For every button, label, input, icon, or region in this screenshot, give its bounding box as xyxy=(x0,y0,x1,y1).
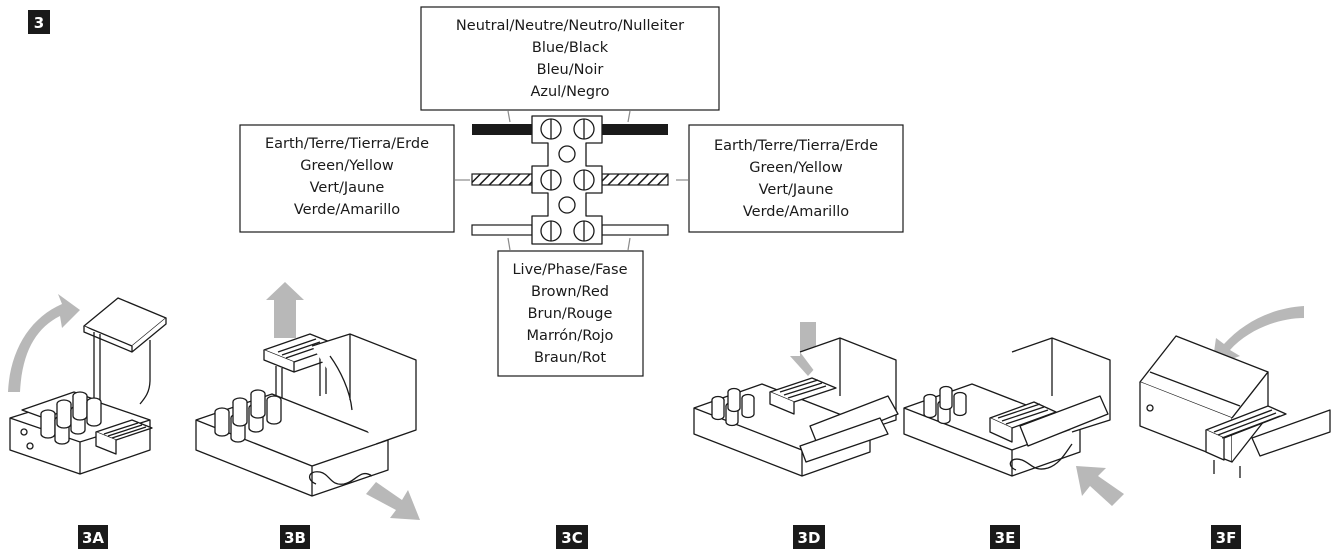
power-cable xyxy=(809,395,899,447)
earth-right-label-box: Earth/Terre/Tierra/Erde Green/Yellow Ver… xyxy=(688,124,904,233)
terminal-screws xyxy=(540,118,595,242)
step-label-3d: 3D xyxy=(793,525,825,549)
step-3a-illustration xyxy=(8,294,167,475)
live-wire-right xyxy=(601,224,669,236)
earth-right-label-line: Earth/Terre/Tierra/Erde xyxy=(714,138,878,154)
svg-text:3F: 3F xyxy=(1216,529,1237,547)
terminal-cylinders xyxy=(214,389,282,443)
terminal-block-body xyxy=(531,115,603,245)
neutral-wire-left xyxy=(472,124,532,135)
step-label-3a: 3A xyxy=(78,525,108,549)
section-number-badge: 3 xyxy=(28,10,50,34)
step-3d-illustration xyxy=(693,322,899,477)
live-label-line: Brun/Rouge xyxy=(528,306,613,322)
step-labels: 3A 3B 3C 3D 3E 3F xyxy=(78,525,1241,549)
neutral-label-line: Bleu/Noir xyxy=(537,62,604,78)
earth-wire-left xyxy=(471,173,533,186)
neutral-label-line: Neutral/Neutre/Neutro/Nulleiter xyxy=(456,18,684,34)
power-cable xyxy=(1251,409,1331,457)
svg-text:3E: 3E xyxy=(995,529,1016,547)
power-cable xyxy=(1019,395,1109,447)
terminal-cylinders xyxy=(40,391,102,445)
earth-right-label-line: Verde/Amarillo xyxy=(743,204,849,220)
neutral-wire-right xyxy=(602,124,668,135)
live-label-line: Marrón/Rojo xyxy=(527,328,614,344)
terminal-cylinders xyxy=(711,387,755,427)
down-right-arrow-icon xyxy=(366,482,420,520)
neutral-label-line: Azul/Negro xyxy=(530,84,609,100)
step-label-3f: 3F xyxy=(1211,525,1241,549)
earth-left-label-line: Vert/Jaune xyxy=(310,180,385,196)
rotate-arrow-icon xyxy=(8,294,80,392)
leader-lines xyxy=(455,110,688,251)
earth-wire-right xyxy=(601,173,669,186)
step-3e-illustration xyxy=(903,337,1124,506)
section-number: 3 xyxy=(34,14,44,32)
spring-clip xyxy=(309,471,373,485)
neutral-label-box: Neutral/Neutre/Neutro/Nulleiter Blue/Bla… xyxy=(420,6,720,111)
step-3f-illustration xyxy=(1139,306,1331,478)
svg-text:3A: 3A xyxy=(82,529,104,547)
live-label-line: Braun/Rot xyxy=(534,350,606,366)
step-label-3c: 3C xyxy=(556,525,588,549)
up-arrow-icon xyxy=(266,282,304,338)
earth-right-label-line: Green/Yellow xyxy=(749,160,843,176)
mounting-hole xyxy=(558,196,576,214)
step-label-3e: 3E xyxy=(990,525,1020,549)
step-label-3b: 3B xyxy=(280,525,310,549)
earth-left-label-box: Earth/Terre/Tierra/Erde Green/Yellow Ver… xyxy=(239,124,455,233)
earth-left-label-line: Verde/Amarillo xyxy=(294,202,400,218)
mounting-hole xyxy=(558,145,576,163)
up-left-arrow-icon xyxy=(1076,466,1124,506)
svg-text:3B: 3B xyxy=(284,529,306,547)
svg-text:3D: 3D xyxy=(798,529,821,547)
step-3b-illustration xyxy=(195,282,420,520)
device-lid xyxy=(83,297,167,347)
live-label-line: Live/Phase/Fase xyxy=(512,262,627,278)
spring-clip xyxy=(1009,443,1073,471)
earth-left-label-line: Green/Yellow xyxy=(300,158,394,174)
live-label-line: Brown/Red xyxy=(531,284,609,300)
live-label-box: Live/Phase/Fase Brown/Red Brun/Rouge Mar… xyxy=(497,250,644,377)
neutral-label-line: Blue/Black xyxy=(532,40,609,56)
svg-text:3C: 3C xyxy=(561,529,582,547)
terminal-block-diagram: Neutral/Neutre/Neutro/Nulleiter Blue/Bla… xyxy=(239,6,904,377)
live-wire-left xyxy=(471,224,533,236)
terminal-cylinders xyxy=(923,385,967,425)
earth-left-label-line: Earth/Terre/Tierra/Erde xyxy=(265,136,429,152)
earth-right-label-line: Vert/Jaune xyxy=(759,182,834,198)
